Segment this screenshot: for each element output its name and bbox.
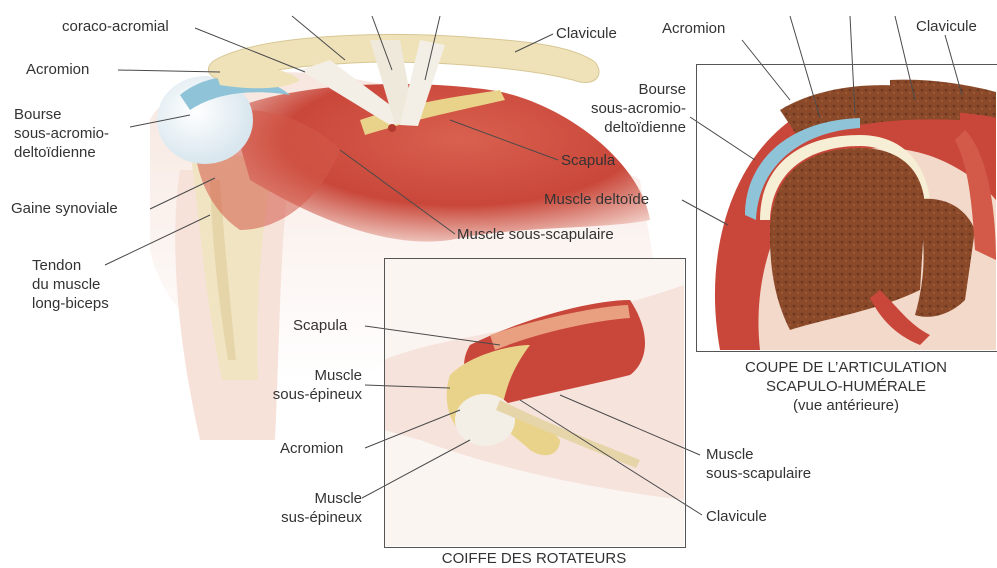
- label-sous-scapulaire-cuff: Muscle sous-scapulaire: [706, 445, 811, 483]
- label-tendon-l2: du muscle: [32, 275, 109, 294]
- section-caption-l3: (vue antérieure): [700, 396, 992, 415]
- label-sous-scapulaire-cuff-l2: sous-scapulaire: [706, 464, 811, 483]
- label-bourse-section-l2: sous-acromio-: [556, 99, 686, 118]
- section-caption: COUPE DE L’ARTICULATION SCAPULO-HUMÉRALE…: [700, 358, 992, 415]
- label-bourse-main-l1: Bourse: [14, 105, 109, 124]
- label-bourse-main-l2: sous-acromio-: [14, 124, 109, 143]
- label-acromion-section: Acromion: [662, 19, 725, 38]
- label-sous-scapulaire-cuff-l1: Muscle: [706, 445, 811, 464]
- label-sous-epineux: Muscle sous-épineux: [230, 366, 362, 404]
- section-caption-l1: COUPE DE L’ARTICULATION: [700, 358, 992, 377]
- label-sous-scapulaire-main: Muscle sous-scapulaire: [457, 225, 614, 244]
- label-sus-epineux: Muscle sus-épineux: [230, 489, 362, 527]
- label-scapula-cuff: Scapula: [293, 316, 347, 335]
- label-bourse-section: Bourse sous-acromio- deltoïdienne: [556, 80, 686, 137]
- label-bourse-main-l3: deltoïdienne: [14, 143, 109, 162]
- label-acromion-main: Acromion: [26, 60, 89, 79]
- section-caption-l2: SCAPULO-HUMÉRALE: [700, 377, 992, 396]
- label-clavicule-cuff: Clavicule: [706, 507, 767, 526]
- label-clavicule-section: Clavicule: [916, 17, 977, 36]
- label-tendon-l1: Tendon: [32, 256, 109, 275]
- label-sous-epineux-l2: sous-épineux: [230, 385, 362, 404]
- label-bourse-section-l1: Bourse: [556, 80, 686, 99]
- label-gaine-synoviale: Gaine synoviale: [11, 199, 118, 218]
- cuff-view-frame: [384, 258, 686, 548]
- label-sus-epineux-l2: sus-épineux: [230, 508, 362, 527]
- label-bourse-main: Bourse sous-acromio- deltoïdienne: [14, 105, 109, 162]
- label-muscle-deltoide: Muscle deltoïde: [544, 190, 649, 209]
- label-tendon-l3: long-biceps: [32, 294, 109, 313]
- label-tendon-biceps: Tendon du muscle long-biceps: [32, 256, 109, 313]
- label-scapula-main: Scapula: [561, 151, 615, 170]
- section-view-frame: [696, 64, 997, 352]
- label-acromion-cuff: Acromion: [280, 439, 343, 458]
- label-bourse-section-l3: deltoïdienne: [556, 118, 686, 137]
- cuff-caption: COIFFE DES ROTATEURS: [384, 549, 684, 568]
- label-sous-epineux-l1: Muscle: [230, 366, 362, 385]
- label-clavicule-main: Clavicule: [556, 24, 617, 43]
- label-coraco-acromial: coraco-acromial: [62, 17, 169, 36]
- label-sus-epineux-l1: Muscle: [230, 489, 362, 508]
